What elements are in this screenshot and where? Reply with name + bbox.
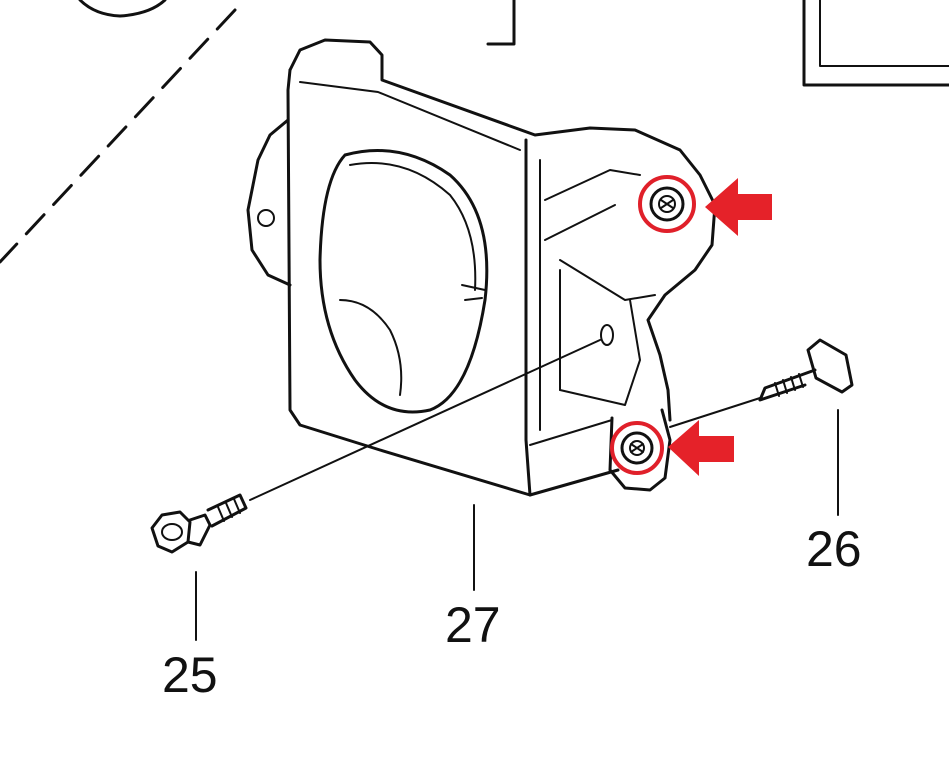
part-label-25: 25 xyxy=(162,647,218,703)
bolt-25 xyxy=(150,339,601,554)
highlight-circle-upper xyxy=(638,175,696,233)
frame-fragment-top-right xyxy=(802,0,949,87)
part-label-26: 26 xyxy=(806,521,862,577)
bracket-opening xyxy=(318,149,489,414)
bracket-fragment-top xyxy=(486,0,516,46)
dashed-guide-line xyxy=(0,8,237,264)
part-label-27: 27 xyxy=(445,597,501,653)
highlight-circle-lower xyxy=(610,421,664,475)
mounting-bracket xyxy=(246,38,717,497)
bracket-screw-lower xyxy=(620,431,654,465)
arrow-left-icon xyxy=(705,178,772,236)
arrow-left-icon xyxy=(668,420,734,476)
adjacent-part-fragment xyxy=(78,0,167,18)
bracket-screw-upper xyxy=(649,186,685,222)
bolt-26 xyxy=(669,338,854,428)
